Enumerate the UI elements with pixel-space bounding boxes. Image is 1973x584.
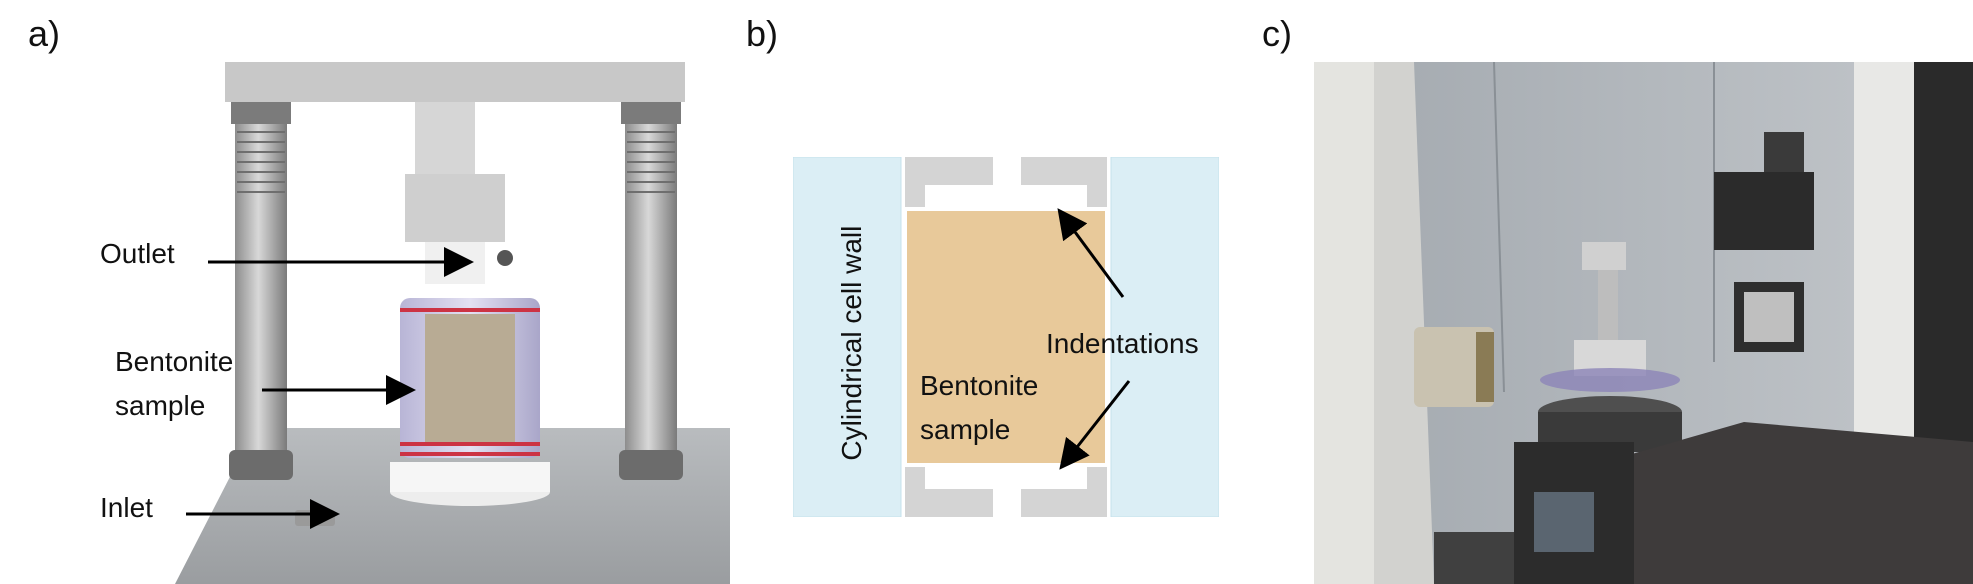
panel-c-photo bbox=[1314, 62, 1973, 584]
inlet-label: Inlet bbox=[100, 492, 153, 523]
panel-b-diagram bbox=[793, 157, 1219, 517]
outlet-label: Outlet bbox=[100, 238, 175, 269]
panel-c-label: c) bbox=[1262, 13, 1292, 54]
xray-source bbox=[1414, 327, 1494, 407]
indentation-arrow-top bbox=[1057, 208, 1125, 298]
right-cell-wall bbox=[1110, 157, 1219, 517]
white-base bbox=[390, 462, 550, 492]
top-piston bbox=[905, 157, 1107, 207]
left-cell-wall bbox=[793, 157, 902, 517]
detector bbox=[1714, 172, 1814, 250]
cylindrical-wall-label: Cylindrical cell wall bbox=[835, 225, 867, 461]
table bbox=[1604, 422, 1973, 584]
right-nut bbox=[619, 450, 683, 480]
cell-head bbox=[1582, 242, 1626, 270]
base-plate bbox=[175, 428, 730, 584]
sample-in-cell bbox=[425, 314, 515, 444]
indentation-arrow-bottom bbox=[1059, 380, 1131, 470]
left-nut bbox=[229, 450, 293, 480]
panel-a-label: a) bbox=[28, 13, 61, 54]
bentonite-label-line2: sample bbox=[115, 390, 206, 421]
door-frame bbox=[1314, 62, 1374, 584]
sample-label-line2: sample bbox=[920, 414, 1011, 445]
panel-a-arrows bbox=[186, 247, 474, 529]
panel-a-photo bbox=[175, 62, 730, 584]
indentations-label: Indentations bbox=[1046, 328, 1199, 359]
bentonite-label-line1: Bentonite bbox=[115, 346, 234, 377]
bentonite-sample bbox=[907, 211, 1105, 463]
piston-collar bbox=[405, 174, 505, 242]
panel-b-label: b) bbox=[746, 13, 779, 54]
bottom-piston bbox=[905, 467, 1107, 517]
top-plate bbox=[225, 62, 685, 102]
sample-label-line1: Bentonite bbox=[920, 370, 1039, 401]
